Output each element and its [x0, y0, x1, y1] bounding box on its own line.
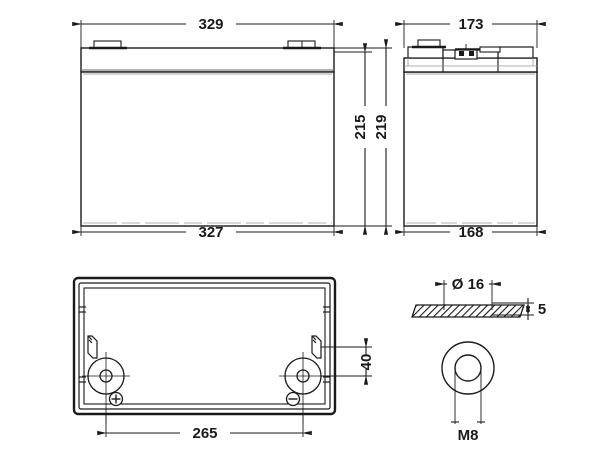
dimension-168: 168	[395, 224, 546, 241]
top-view-body	[72, 276, 337, 416]
bolt-plan-view	[441, 341, 495, 395]
dimension-219: 219	[373, 39, 390, 235]
dimension-219-label: 219	[373, 114, 390, 139]
dimension-thread-m8-label: M8	[458, 427, 479, 444]
front-view-terminal-positive	[89, 40, 127, 50]
washer-section	[411, 304, 525, 318]
dimension-329-label: 329	[198, 16, 223, 33]
dimension-thread-m8: M8	[451, 368, 485, 444]
side-view-body	[403, 71, 538, 227]
dimension-265: 265	[97, 414, 312, 442]
front-view: 329 327	[72, 16, 392, 241]
dimension-diameter-16-label: Ø 16	[452, 276, 485, 293]
dimension-215-label: 215	[352, 114, 369, 139]
dimension-327: 327	[72, 224, 343, 241]
dimension-327-label: 327	[198, 224, 223, 241]
top-view-wall-notches	[79, 306, 330, 383]
top-view-handle-slot-left	[87, 335, 98, 359]
dimension-diameter-16: Ø 16	[435, 276, 501, 310]
terminal-detail-view: Ø 16 5 M8	[411, 276, 546, 444]
dimension-265-label: 265	[192, 425, 217, 442]
dimension-thickness-5: 5	[492, 298, 546, 320]
top-view-handle-slot-right	[311, 335, 322, 359]
polarity-marker-positive	[108, 391, 124, 407]
dimension-173: 173	[395, 16, 546, 33]
dimension-168-label: 168	[458, 224, 483, 241]
polarity-marker-negative	[285, 391, 301, 407]
side-view-lid-assembly	[403, 39, 538, 73]
dimension-215: 215	[352, 43, 369, 235]
dimension-40-label: 40	[358, 354, 375, 371]
top-view-terminal-positive	[82, 352, 130, 424]
dimension-173-label: 173	[458, 16, 483, 33]
dimension-40: 40	[321, 338, 375, 385]
dimension-thickness-5-label: 5	[538, 301, 546, 318]
dimension-329: 329	[72, 16, 343, 33]
side-view: 173	[395, 16, 546, 241]
front-view-terminal-negative	[283, 40, 321, 50]
top-view: 265 40	[72, 276, 375, 442]
front-view-body	[80, 47, 335, 227]
top-view-terminal-negative	[279, 352, 327, 424]
